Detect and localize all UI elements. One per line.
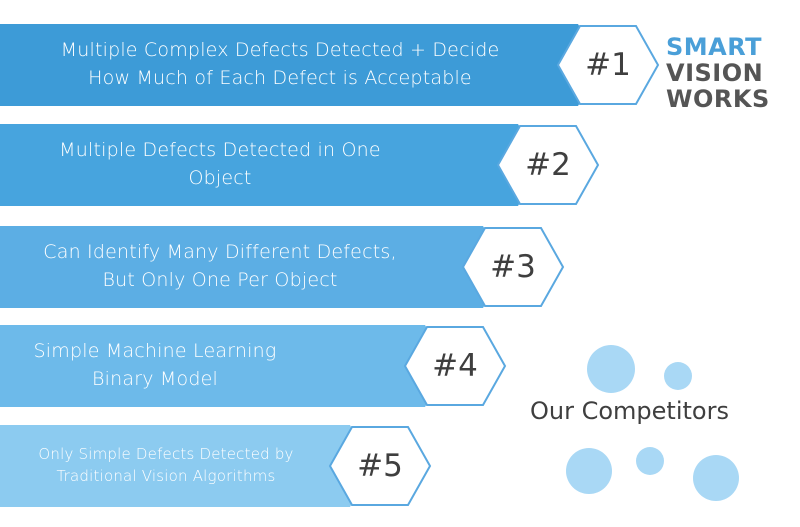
tier-3-line-1: Can Identify Many Different Defects, xyxy=(43,241,397,264)
tier-1-line-2: How Much of Each Defect is Acceptable xyxy=(88,67,472,89)
rank-2-hexagon-badge-icon xyxy=(496,125,600,205)
tier-2-line-1: Multiple Defects Detected in One xyxy=(59,139,381,162)
rank-2-label: #2 xyxy=(525,147,571,183)
decorative-bubble-icon-3 xyxy=(566,448,612,494)
decorative-bubble-icon-1 xyxy=(587,345,635,393)
decorative-bubble-icon-5 xyxy=(693,455,739,501)
tier-3-line-2: But Only One Per Object xyxy=(102,269,338,291)
tier-3-bar xyxy=(0,226,507,308)
tier-2-description: Multiple Defects Detected in One Object xyxy=(10,124,430,206)
tier-2-line-2: Object xyxy=(188,167,252,189)
tier-5-bar xyxy=(0,425,374,507)
tier-5-line-2: Traditional Vision Algorithms xyxy=(56,467,276,485)
rank-3-hexagon-badge-icon xyxy=(461,227,565,307)
tier-2-bar xyxy=(0,124,542,206)
tier-4-bar xyxy=(0,325,449,407)
smart-vision-works-logo: SMART VISION WORKS xyxy=(666,34,770,112)
tier-1-description: Multiple Complex Defects Detected + Deci… xyxy=(10,24,550,106)
logo-word-vision: VISION xyxy=(666,59,764,87)
logo-word-works: WORKS xyxy=(666,85,770,113)
tier-5-line-1: Only Simple Defects Detected by xyxy=(38,445,294,464)
logo-word-smart: SMART xyxy=(666,33,763,61)
rank-4-hexagon-badge-icon xyxy=(403,326,507,406)
tier-1-line-1: Multiple Complex Defects Detected + Deci… xyxy=(60,39,500,62)
rank-1-label: #1 xyxy=(585,47,631,83)
rank-3-label: #3 xyxy=(490,249,536,285)
rank-5-hexagon-badge-icon xyxy=(328,426,432,506)
rank-5-label: #5 xyxy=(357,448,403,484)
rank-1-hexagon-badge-icon xyxy=(556,25,660,105)
competitors-label: Our Competitors xyxy=(530,397,729,425)
decorative-bubble-icon-4 xyxy=(636,447,664,475)
tier-4-description: Simple Machine Learning Binary Model xyxy=(10,325,300,407)
decorative-bubble-icon-2 xyxy=(664,362,692,390)
rank-4-label: #4 xyxy=(432,348,478,384)
tier-4-line-1: Simple Machine Learning xyxy=(33,340,277,363)
tier-3-description: Can Identify Many Different Defects, But… xyxy=(10,226,430,308)
tier-4-line-2: Binary Model xyxy=(92,368,218,390)
tier-5-description: Only Simple Defects Detected by Traditio… xyxy=(10,425,322,507)
tier-1-bar xyxy=(0,24,602,106)
